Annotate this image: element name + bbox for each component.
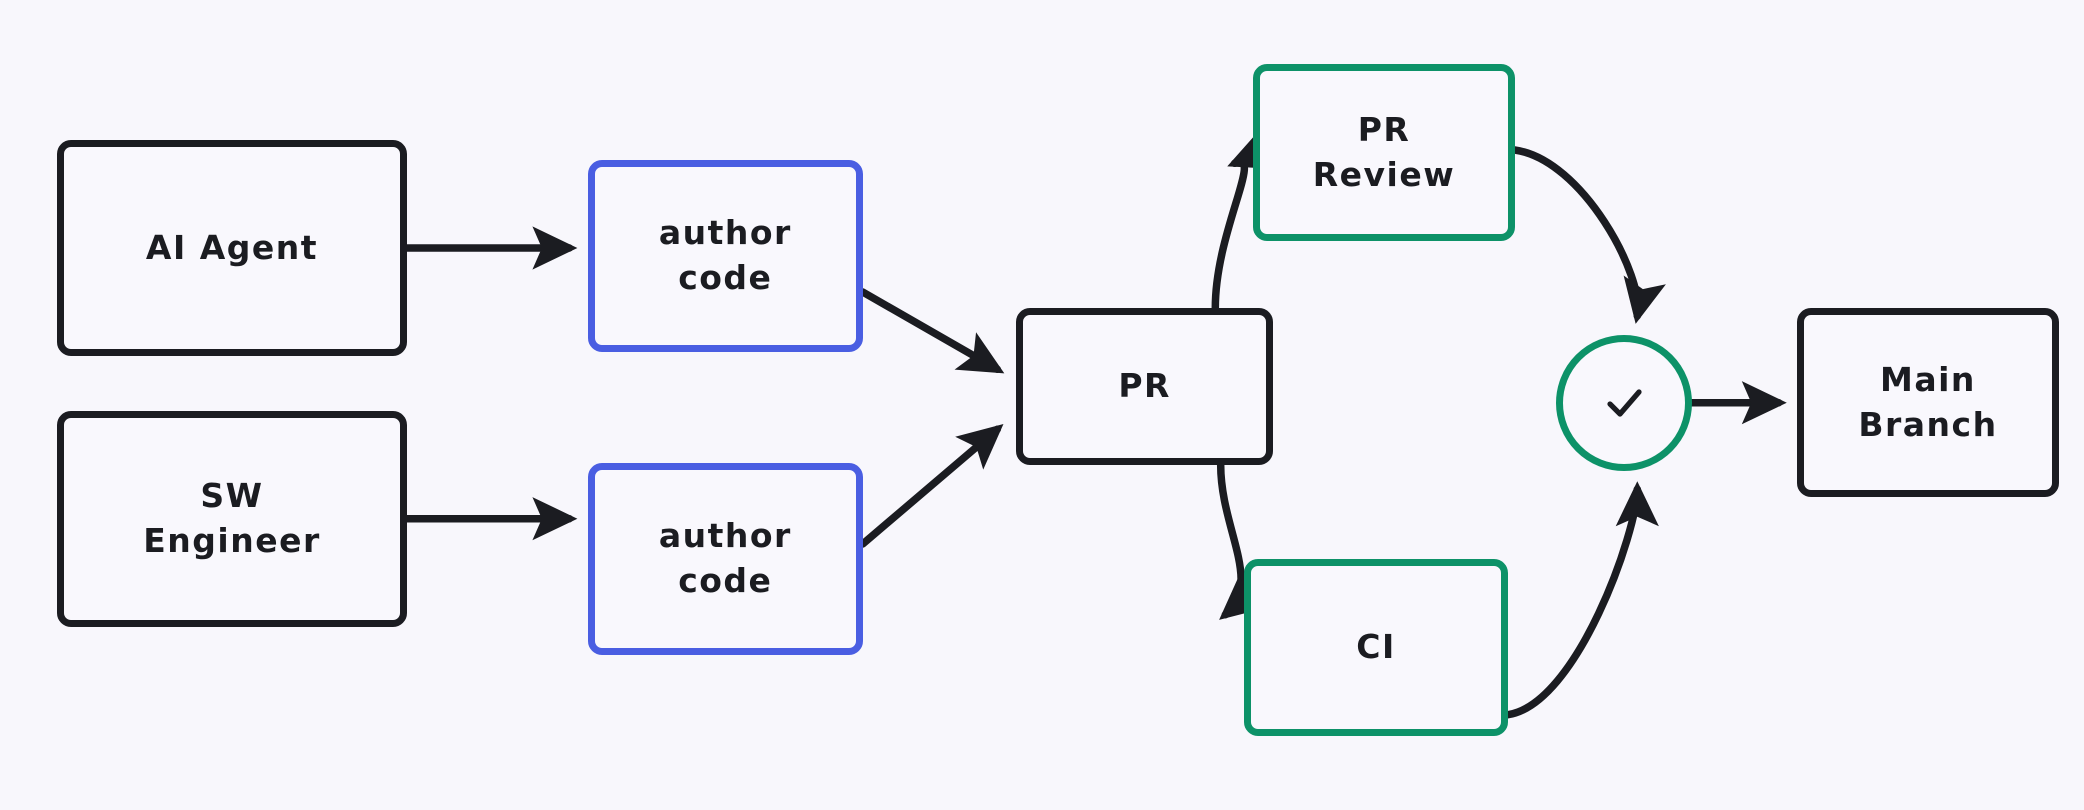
node-pr-review[interactable]: PR Review	[1253, 64, 1515, 242]
node-ci[interactable]: CI	[1244, 558, 1508, 736]
node-ci-label: CI	[1356, 627, 1396, 667]
edge-ci-to-check	[1504, 481, 1659, 719]
node-sw-engineer-label: SW Engineer	[143, 476, 321, 560]
node-main-branch[interactable]: Main Branch	[1797, 308, 2059, 498]
approval-check-node[interactable]	[1556, 334, 1692, 471]
node-author-code-1-label: author code	[658, 213, 792, 297]
edge-pr-review-to-check	[1510, 146, 1666, 324]
edge-author-code-1-to-pr	[858, 288, 1005, 374]
node-pr-review-label: PR Review	[1312, 110, 1456, 194]
node-main-branch-label: Main Branch	[1858, 360, 1998, 444]
edge-author-code-2-to-pr	[858, 424, 1004, 548]
node-pr[interactable]: PR	[1016, 308, 1274, 466]
node-author-code-2-label: author code	[658, 516, 792, 600]
node-author-code-2[interactable]: author code	[588, 462, 863, 655]
edge-pr-to-ci	[1216, 461, 1268, 620]
node-sw-engineer[interactable]: SW Engineer	[57, 410, 407, 627]
node-author-code-1[interactable]: author code	[588, 160, 863, 352]
node-pr-label: PR	[1118, 366, 1171, 406]
edge-pr-to-pr-review	[1211, 129, 1278, 312]
check-icon	[1607, 389, 1642, 417]
node-ai-agent[interactable]: AI Agent	[57, 140, 407, 356]
node-ai-agent-label: AI Agent	[145, 227, 319, 267]
